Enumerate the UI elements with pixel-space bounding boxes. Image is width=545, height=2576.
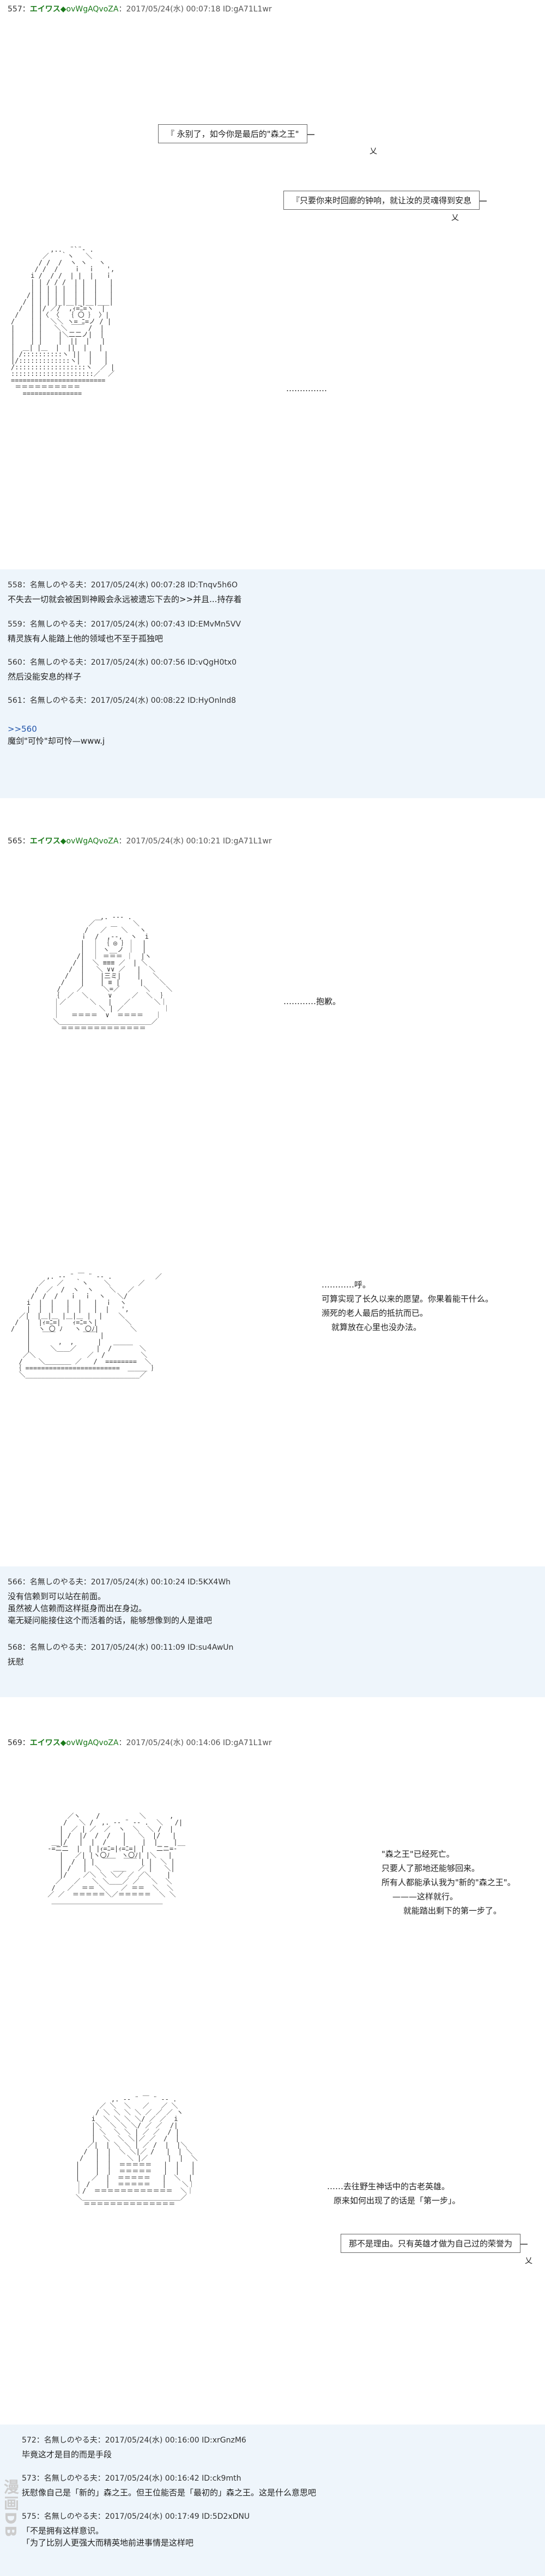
reply-header: 559：名無しのやる夫：2017/05/24(水) 00:07:43 ID:EM… [8, 620, 241, 629]
reply-body: 「不是拥有这样意识。 [22, 2526, 104, 2536]
post-meta: ：2017/05/24(水) 00:07:18 ID:gA71L1wr [118, 5, 272, 14]
bubble-text: 『只要你来时回廊的钟响，就让汝的灵魂得到安息 [283, 191, 487, 210]
reply-body: 然后没能安息的样子 [8, 672, 82, 682]
post-header: 569：エイワス◆ovWgAQvoZA：2017/05/24(水) 00:14:… [8, 1738, 272, 1748]
narration: …………抱歉。 [283, 997, 341, 1006]
post-number: 569： [8, 1739, 30, 1747]
narration-block: "森之王"已经死亡。 只要人了那地还能够回来。 所有人都能承认我为"新的"森之王… [382, 1847, 516, 1918]
narration-line: ……去往野生神话中的古老英雄。 [327, 2182, 450, 2191]
narration-line: 就算放在心里也没办法。 [331, 1322, 422, 1332]
speech-bubble: 『 永别了，如今你是最后的"森之王" 乂 [158, 124, 377, 156]
tripcode: ◆ovWgAQvoZA [60, 5, 119, 14]
reply-body: 毫无疑问能接住这个而活着的话，能够想像到的人是谁吧 [8, 1615, 213, 1625]
post-569: 569：エイワス◆ovWgAQvoZA：2017/05/24(水) 00:14:… [0, 1697, 545, 2425]
bubble-tail: 乂 [451, 214, 459, 222]
post-565: 565：エイワス◆ovWgAQvoZA：2017/05/24(水) 00:10:… [0, 798, 545, 1566]
reply-body: 毕竟这才是目的而是手段 [22, 2450, 112, 2459]
ascii-art-figure: ／ヽ / ＼ , / ＼ / ,. -‐ ¨ ‐- . ＼ /| | ／ | ／… [47, 1812, 186, 1905]
narration-block: …………呼。 可算实现了长久以来的愿望。你果着能干什么。 濒死的老人最后的抵抗而… [322, 1278, 493, 1334]
reply-header: 558：名無しのやる夫：2017/05/24(水) 00:07:28 ID:Tn… [8, 581, 238, 590]
reply-block: 566：名無しのやる夫：2017/05/24(水) 00:10:24 ID:5K… [0, 1566, 545, 1697]
reply-header: 560：名無しのやる夫：2017/05/24(水) 00:07:56 ID:vQ… [8, 658, 237, 667]
bubble-text: 『 永别了，如今你是最后的"森之王" [158, 124, 314, 143]
narration-line: 濒死的老人最后的抵抗而已。 [322, 1308, 428, 1318]
post-number: 565： [8, 837, 30, 846]
tripcode: ◆ovWgAQvoZA [60, 837, 119, 846]
ascii-art-figure: ,.. ¨`¨‐ . ／ ｀ヽ ＼ / / / ヽ ヽ ヽ / / / ｉ ｉ … [11, 246, 115, 397]
reply-body: 抚慰 [8, 1657, 25, 1667]
tripcode: ◆ovWgAQvoZA [60, 1739, 119, 1747]
reply-block: 572：名無しのやる夫：2017/05/24(水) 00:16:00 ID:xr… [0, 2425, 545, 2576]
reply-anchor-link[interactable]: >>560 [8, 724, 37, 734]
ascii-art-figure: ,. -‐ ¨ ￣ ¨ ‐- . ／ ／ ／ ｀ヽ ＼ ／ / ／ / ヽ ヽ … [11, 1273, 162, 1378]
bubble-text: 那不是理由。只有英雄才做为自己过的荣誉为 [341, 2234, 528, 2253]
poster-name[interactable]: エイワス [29, 1739, 60, 1747]
reply-header: 561：名無しのやる夫：2017/05/24(水) 00:08:22 ID:Hy… [8, 696, 237, 705]
bubble-tail: 乂 [370, 147, 377, 156]
post-557: 557：エイワス◆ovWgAQvoZA：2017/05/24(水) 00:07:… [0, 0, 545, 569]
reply-header: 573：名無しのやる夫：2017/05/24(水) 00:16:42 ID:ck… [22, 2474, 241, 2483]
narration-line: 可算实现了长久以来的愿望。你果着能干什么。 [322, 1294, 494, 1304]
reply-header: 572：名無しのやる夫：2017/05/24(水) 00:16:00 ID:xr… [22, 2436, 246, 2445]
post-header: 557：エイワス◆ovWgAQvoZA：2017/05/24(水) 00:07:… [8, 4, 272, 14]
reply-body: 魔剑"可怜"却可怜—www.j [8, 736, 105, 746]
post-number: 557： [8, 5, 30, 14]
site-watermark: 漫画DB [2, 2479, 20, 2538]
reply-header: 575：名無しのやる夫：2017/05/24(水) 00:17:49 ID:5D… [22, 2512, 250, 2521]
post-meta: ：2017/05/24(水) 00:14:06 ID:gA71L1wr [118, 1739, 272, 1747]
narration-line: "森之王"已经死亡。 [382, 1849, 455, 1859]
speech-bubble: 『只要你来时回廊的钟响，就让汝的灵魂得到安息 乂 [283, 191, 487, 223]
reply-body: 没有信赖到可以站在前面。 [8, 1591, 106, 1601]
narration-line: ———这样就行。 [392, 1892, 458, 1901]
reply-body: 「为了比别人更强大而精英地前进事情是这样吧 [22, 2538, 194, 2548]
narration-line: 所有人都能承认我为"新的"森之王"。 [382, 1878, 516, 1887]
narration-line: 原来如何出现了的话是「第一步」。 [334, 2196, 461, 2206]
bubble-tail: 乂 [525, 2257, 532, 2265]
reply-header: 568：名無しのやる夫：2017/05/24(水) 00:11:09 ID:su… [8, 1643, 234, 1652]
narration-block: ……去往野生神话中的古老英雄。 原来如何出现了的话是「第一步」。 [327, 2179, 461, 2208]
ascii-art-figure: ,. --- . ／￣ ＼ / ／ ￣ ＼ ヽ ｉ / ,--, ヽ i | ｜… [53, 913, 173, 1032]
narration-line: 就能踏出剩下的第一步了。 [403, 1906, 502, 1916]
reply-body: 精灵族有人能踏上他的领域也不至于孤独吧 [8, 634, 164, 643]
poster-name[interactable]: エイワス [29, 837, 60, 846]
narration-dots: …………… [286, 384, 327, 393]
narration-line: …………呼。 [322, 1280, 371, 1290]
poster-name[interactable]: エイワス [29, 5, 60, 14]
speech-bubble: 那不是理由。只有英雄才做为自己过的荣誉为 乂 [341, 2234, 532, 2266]
reply-body: 虽然被人信赖而这样挺身而出在身边。 [8, 1603, 147, 1613]
reply-body: 抚慰像自己是「新的」森之王。但王位能否是「最初的」森之王。这是什么意思吧 [22, 2488, 317, 2498]
reply-header: 566：名無しのやる夫：2017/05/24(水) 00:10:24 ID:5K… [8, 1578, 231, 1587]
narration-line: 只要人了那地还能够回来。 [382, 1863, 480, 1873]
post-meta: ：2017/05/24(水) 00:10:21 ID:gA71L1wr [118, 837, 272, 846]
reply-body: 不失去一切就会被困到神殿会永远被遗忘下去的>>并且...持存着 [8, 594, 242, 604]
ascii-art-figure: ,. -‐ ¨ ￣ ¨ ‐- . ／ ＼ ＼ ／ ／ ＼ / ＼ ＼ ＼ ＼ ／… [75, 2095, 198, 2208]
reply-block: 558：名無しのやる夫：2017/05/24(水) 00:07:28 ID:Tn… [0, 569, 545, 798]
post-header: 565：エイワス◆ovWgAQvoZA：2017/05/24(水) 00:10:… [8, 836, 272, 846]
